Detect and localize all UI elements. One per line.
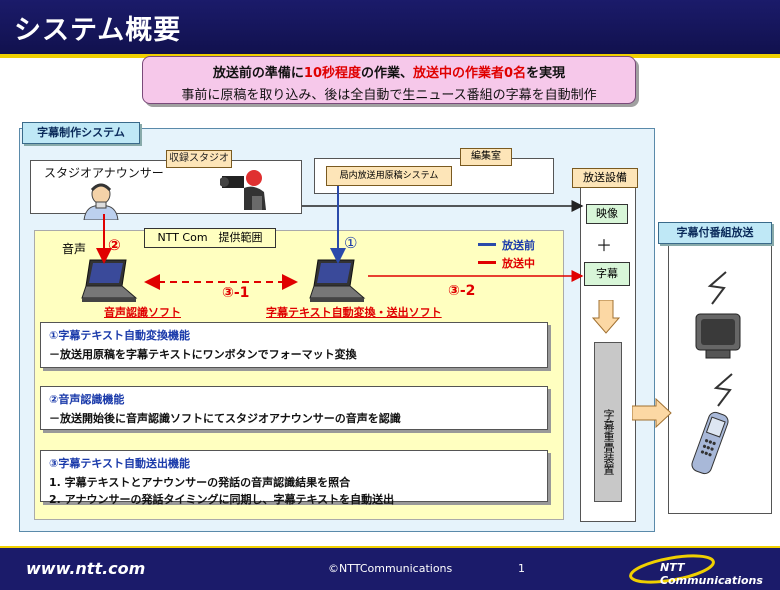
broadcast-equipment-label: 放送設備 [572, 168, 638, 188]
ntt-range-label: NTT Com 提供範囲 [144, 228, 276, 248]
down-arrow-icon [592, 300, 620, 334]
caption-box: 字幕 [584, 262, 630, 286]
feature-box-2: ②音声認識機能 －放送開始後に音声認識ソフトにてスタジオアナウンサーの音声を認識 [40, 386, 548, 430]
marker-3-1: ③-1 [222, 285, 250, 301]
plus-sign: ＋ [596, 236, 613, 255]
caption-text-soft-label: 字幕テキスト自動変換・送出ソフト [266, 306, 442, 319]
feature-box-3: ③字幕テキスト自動送出機能 1. 字幕テキストとアナウンサーの発話の音声認識結果… [40, 450, 548, 506]
studio-announcer-label: スタジオアナウンサー [44, 166, 164, 180]
feature-box-1: ①字幕テキスト自動変換機能 －放送用原稿を字幕テキストにワンボタンでフォーマット… [40, 322, 548, 368]
summary-text: を実現 [526, 66, 566, 81]
mobile-phone-icon [691, 411, 729, 475]
feature-title: ②音声認識機能 [49, 393, 125, 406]
marker-1: ① [344, 234, 358, 252]
marker-3-2: ③-2 [448, 283, 476, 299]
speech-recognition-soft-label: 音声認識ソフト [104, 306, 181, 319]
feature-title: ③字幕テキスト自動送出機能 [49, 457, 190, 470]
page-number: 1 [518, 562, 525, 575]
recording-studio-tag: 収録スタジオ [166, 150, 232, 168]
summary-line-2: 事前に原稿を取り込み、後は全自動で生ニュース番組の字幕を自動制作 [181, 88, 597, 103]
legend-before-swatch [478, 243, 496, 246]
footer-brand: NTT Communications [660, 561, 763, 587]
signal-wave-icon [713, 373, 733, 407]
right-arrow-icon [632, 398, 672, 428]
signal-wave-icon [707, 271, 727, 305]
feature-text: －放送開始後に音声認識ソフトにてスタジオアナウンサーの音声を認識 [49, 412, 401, 425]
text-laptop-icon [309, 259, 366, 302]
page-title: システム概要 [14, 15, 182, 46]
feature-text: 2. アナウンサーの発話タイミングに同期し、字幕テキストを自動送出 [49, 493, 395, 506]
summary-highlight: 10秒程度 [303, 66, 362, 81]
audio-label: 音声 [62, 242, 87, 256]
program-panel [668, 240, 772, 514]
summary-box: 放送前の準備に10秒程度の作業、放送中の作業者0名を実現 事前に原稿を取り込み、… [142, 56, 636, 104]
footer-accent-line [0, 546, 780, 549]
summary-line-1: 放送前の準備に10秒程度の作業、放送中の作業者0名を実現 [143, 62, 635, 81]
legend-during-swatch [478, 261, 496, 264]
speech-laptop-icon [81, 259, 138, 302]
feature-title: ①字幕テキスト自動変換機能 [49, 329, 190, 342]
announcer-icon [83, 183, 119, 220]
summary-text: の作業、 [361, 66, 414, 81]
manuscript-system-label: 局内放送用原稿システム [326, 166, 452, 186]
summary-highlight: 放送中の作業者0名 [413, 66, 527, 81]
captioned-program-label: 字幕付番組放送 [658, 222, 772, 244]
footer-copyright: ©NTTCommunications [328, 562, 453, 575]
footer-url-link[interactable]: www.ntt.com [26, 559, 146, 578]
cameraman-icon [220, 170, 266, 210]
edit-room-tag: 編集室 [460, 148, 512, 166]
ntt-logo-icon [629, 554, 715, 584]
feature-text: 1. 字幕テキストとアナウンサーの発話の音声認識結果を照合 [49, 476, 351, 489]
legend-before-label: 放送前 [502, 239, 535, 252]
television-icon [695, 313, 741, 359]
feature-text: －放送用原稿を字幕テキストにワンボタンでフォーマット変換 [49, 348, 357, 361]
header-bar [0, 0, 780, 54]
legend-during-label: 放送中 [502, 257, 535, 270]
system-label: 字幕制作システム [22, 122, 140, 144]
marker-2: ② [108, 236, 121, 254]
summary-text: 放送前の準備に [212, 66, 304, 81]
caption-overlay-device: 字幕重畳装置 [594, 342, 622, 502]
video-box: 映像 [586, 204, 628, 224]
